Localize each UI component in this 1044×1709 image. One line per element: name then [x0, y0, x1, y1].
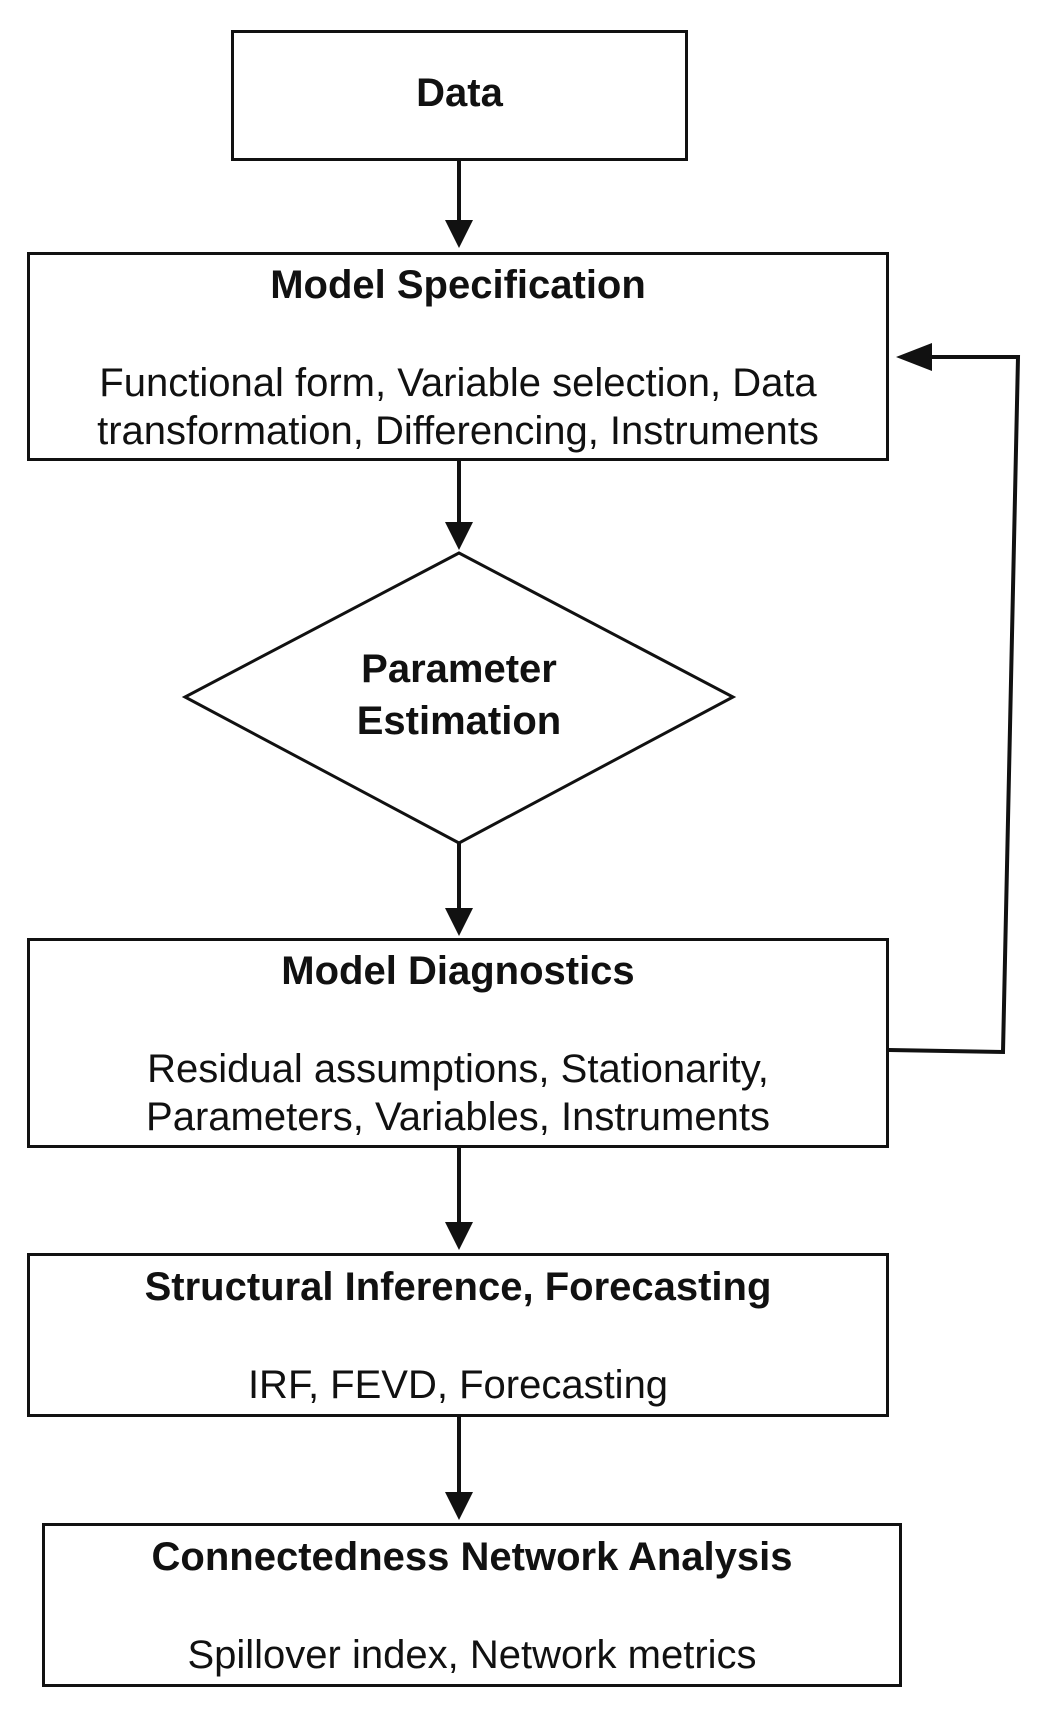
node-connectedness-body-line1: Spillover index, Network metrics: [187, 1633, 757, 1677]
arrowhead-icon: [445, 522, 473, 550]
arrowhead-icon: [445, 220, 473, 248]
node-model-specification: Model Specification Functional form, Var…: [27, 252, 889, 461]
node-model-diagnostics-body-line1: Residual assumptions, Stationarity,: [147, 1047, 769, 1091]
parameter-estimation-diamond: [181, 551, 737, 845]
node-model-specification-title: Model Specification: [270, 263, 646, 307]
arrowhead-icon: [445, 1222, 473, 1250]
node-parameter-estimation: Parameter Estimation: [285, 643, 633, 747]
node-structural-inference-title: Structural Inference, Forecasting: [144, 1265, 772, 1309]
arrowhead-icon: [445, 1492, 473, 1520]
node-model-specification-body-line2: transformation, Differencing, Instrument…: [97, 409, 819, 453]
edge-model-diagnostics-to-model-specification: [887, 355, 1021, 1055]
node-connectedness: Connectedness Network Analysis Spillover…: [42, 1523, 902, 1687]
node-data-title: Data: [416, 71, 503, 115]
node-parameter-estimation-title-line2: Estimation: [356, 699, 562, 743]
node-model-diagnostics: Model Diagnostics Residual assumptions, …: [27, 938, 889, 1148]
node-structural-inference: Structural Inference, Forecasting IRF, F…: [27, 1253, 889, 1417]
node-model-diagnostics-body-line2: Parameters, Variables, Instruments: [146, 1095, 770, 1139]
node-model-diagnostics-title: Model Diagnostics: [281, 949, 635, 993]
node-parameter-estimation-title-line1: Parameter: [361, 647, 557, 691]
node-model-specification-body-line1: Functional form, Variable selection, Dat…: [99, 361, 817, 405]
node-structural-inference-body-line1: IRF, FEVD, Forecasting: [247, 1363, 669, 1407]
node-connectedness-title: Connectedness Network Analysis: [151, 1535, 793, 1579]
arrowhead-icon: [445, 908, 473, 936]
arrowhead-icon: [896, 343, 932, 371]
node-data: Data: [231, 30, 688, 161]
